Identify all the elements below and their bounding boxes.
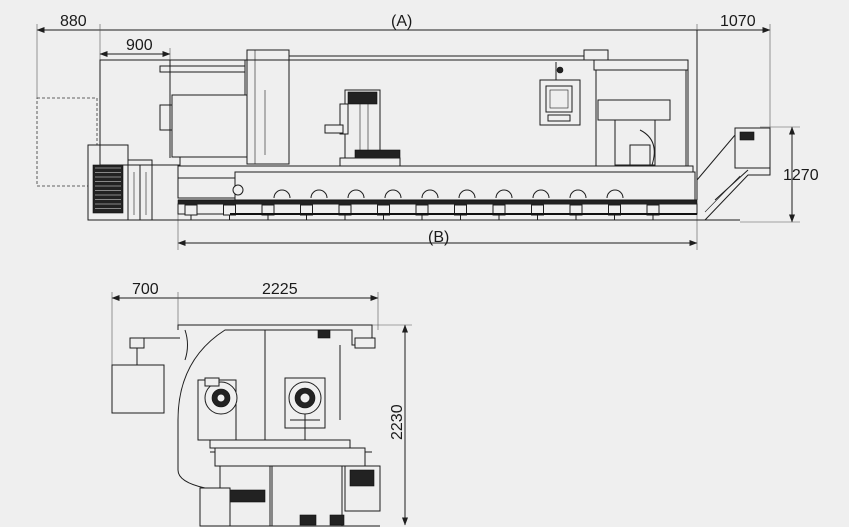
end-view: [111, 324, 381, 527]
top-dimension-lines: [36, 24, 800, 250]
turret-end: [284, 377, 326, 440]
hydraulic-unit: [87, 144, 153, 221]
dim-chip-conveyor-height: 1270: [783, 167, 819, 184]
bed-arch: [495, 189, 513, 199]
bed-arch: [384, 189, 402, 199]
dim-headstock: 900: [126, 37, 153, 54]
bed-arch: [273, 189, 291, 199]
dim-machine-width: 2225: [262, 281, 298, 298]
base: [199, 465, 381, 527]
bed: [100, 165, 740, 221]
bed-arch: [569, 189, 587, 199]
chip-conveyor: [696, 127, 771, 221]
coolant-tank-outline: [36, 97, 98, 187]
coolant-tank: [111, 364, 165, 414]
dim-bed-length: (B): [428, 229, 449, 246]
side-view: [36, 30, 771, 221]
bed-arch: [421, 189, 439, 199]
dim-machine-height: 2230: [389, 404, 406, 440]
bed-arch: [606, 189, 624, 199]
bed-arch: [458, 189, 476, 199]
control-panel: [539, 62, 581, 126]
headstock: [99, 49, 290, 166]
dim-overall-length: (A): [391, 13, 412, 30]
turret-carriage: [324, 89, 401, 171]
dim-right-overhang: 1070: [720, 13, 756, 30]
dim-left-overhang: 880: [60, 13, 87, 30]
spindle-chuck: [197, 377, 238, 441]
bed-arch: [347, 189, 365, 199]
bed-arch: [532, 189, 550, 199]
dim-tank-width: 700: [132, 281, 159, 298]
bed-arch: [310, 189, 328, 199]
bed-foot: [184, 204, 198, 216]
